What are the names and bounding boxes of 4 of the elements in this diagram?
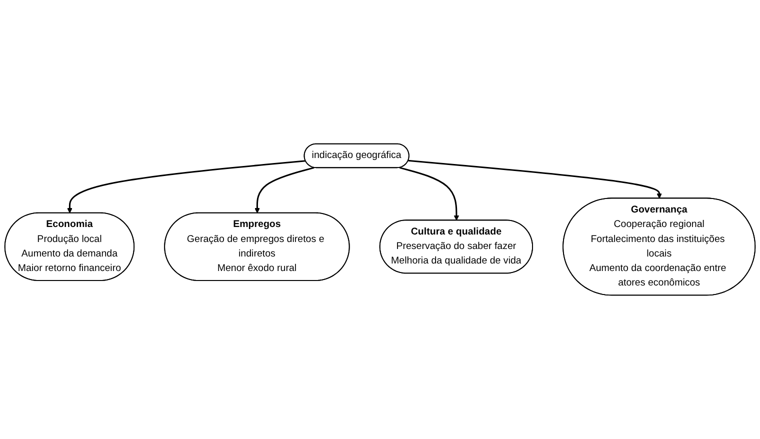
arrow <box>399 166 460 221</box>
arrow <box>67 160 306 214</box>
arrow <box>254 166 314 214</box>
arrow <box>408 160 662 199</box>
